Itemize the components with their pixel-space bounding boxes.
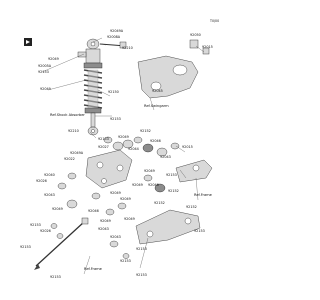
callout-label: 92040 bbox=[44, 173, 55, 177]
callout-label: 92049 bbox=[52, 207, 63, 211]
lower-bushings bbox=[50, 223, 130, 259]
leader-lines bbox=[41, 37, 205, 275]
callout-label: 92153 bbox=[98, 137, 109, 141]
callout-label: 92046 bbox=[148, 183, 159, 187]
tie-rod bbox=[175, 159, 213, 183]
callout-label: 92026 bbox=[36, 179, 47, 183]
callout-label: 92049 bbox=[120, 197, 131, 201]
callout-label: 92005A bbox=[38, 64, 52, 68]
parts-diagram: T0/00 bbox=[20, 19, 219, 279]
callout-label: 92153 bbox=[136, 247, 147, 251]
part-callouts: 92049A 92008A 92210 92049 92005A 92153 9… bbox=[20, 29, 213, 279]
callout-label: 92049A bbox=[70, 151, 84, 155]
shock-absorber bbox=[77, 38, 103, 136]
callout-label: 92153 bbox=[110, 117, 121, 121]
callout-label: 92050 bbox=[190, 33, 201, 37]
callout-label: 92049 bbox=[132, 183, 143, 187]
shock-spring bbox=[83, 69, 103, 111]
callout-label: 92150 bbox=[108, 90, 119, 94]
callout-label: 92027 bbox=[98, 145, 109, 149]
callout-label: 92152 bbox=[140, 129, 151, 133]
callout-label: 92152 bbox=[168, 189, 179, 193]
callout-label: 92015 bbox=[182, 145, 193, 149]
callout-label: 92043 bbox=[160, 155, 171, 159]
callout-label: 92049 bbox=[118, 135, 129, 139]
callout-label: 92152 bbox=[154, 201, 165, 205]
callout-label: 92008A bbox=[107, 35, 121, 39]
callout-label: 92049 bbox=[48, 57, 59, 61]
diagram-code: T0/00 bbox=[209, 19, 219, 23]
callout-label: 92049 bbox=[110, 191, 121, 195]
callout-label: 92043 bbox=[110, 235, 121, 239]
callout-label: 92049 bbox=[124, 217, 135, 221]
callout-label: 92153 bbox=[30, 223, 41, 227]
callout-label: 92049 bbox=[100, 219, 111, 223]
callout-label: 92153 bbox=[194, 229, 205, 233]
rocker-arm bbox=[85, 149, 133, 189]
callout-label: 92043 bbox=[44, 193, 55, 197]
ref-frame-bottom-label: Ref.Frame bbox=[84, 267, 103, 271]
callout-label: 92049 bbox=[40, 87, 51, 91]
ref-swingarm-label: Ref.Swingarm bbox=[144, 104, 169, 108]
callout-label: 92044 bbox=[128, 147, 139, 151]
callout-label: 92210 bbox=[122, 46, 133, 50]
pivot-bolt bbox=[34, 217, 89, 270]
callout-label: 92152 bbox=[186, 205, 197, 209]
callout-label: 92049 bbox=[144, 169, 155, 173]
callout-label: 92046 bbox=[88, 209, 99, 213]
callout-label: 92153 bbox=[136, 273, 147, 277]
ref-shock-absorber-label: Ref.Shock Absorber bbox=[50, 113, 85, 117]
linkage-bushings-upper bbox=[103, 136, 180, 157]
callout-label: 92153 bbox=[120, 259, 131, 263]
callout-label: 92153 bbox=[166, 173, 177, 177]
callout-label: 92043 bbox=[98, 227, 109, 231]
callout-label: 92049A bbox=[110, 29, 124, 33]
callout-label: 92046 bbox=[150, 139, 161, 143]
callout-label: 92026 bbox=[40, 229, 51, 233]
callout-label: 92015 bbox=[202, 45, 213, 49]
callout-label: 92153 bbox=[20, 245, 31, 249]
callout-label: 92022 bbox=[64, 157, 75, 161]
callout-label: 92153 bbox=[50, 275, 61, 279]
callout-label: 92210 bbox=[68, 129, 79, 133]
front-arrow-icon bbox=[24, 38, 32, 46]
callout-label: 92045 bbox=[152, 89, 163, 93]
exploded-view-drawing: T0/00 bbox=[20, 19, 219, 279]
lower-link bbox=[135, 209, 201, 245]
rear-frame-bracket bbox=[137, 39, 210, 99]
callout-label: 92153 bbox=[38, 70, 49, 74]
upper-mount-bolt bbox=[99, 41, 127, 49]
ref-frame-right-label: Ref.Frame bbox=[194, 193, 213, 197]
rocker-bushings bbox=[57, 172, 166, 216]
